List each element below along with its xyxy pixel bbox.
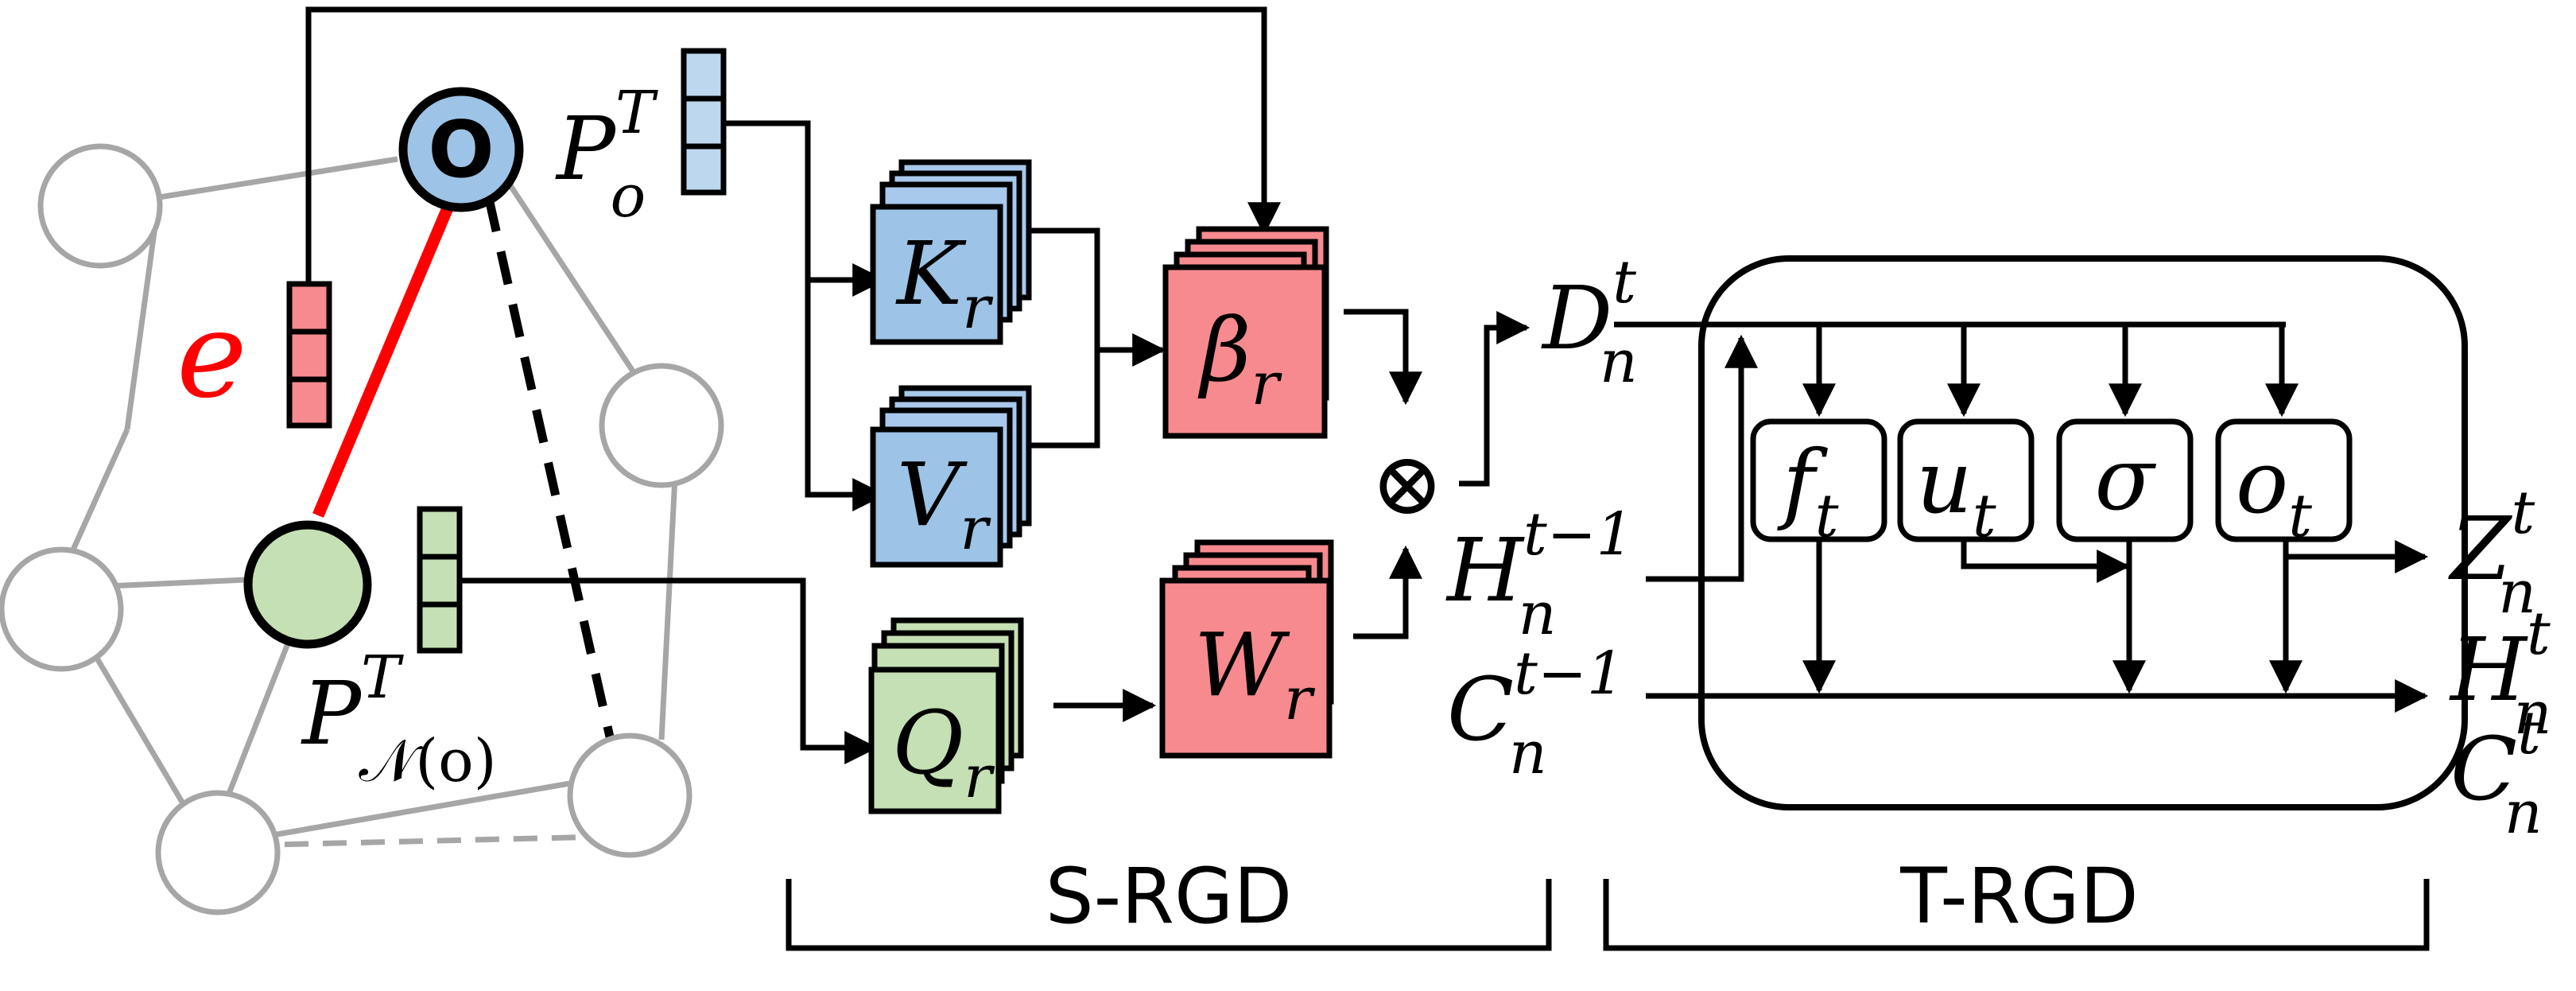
w-label: Wr xyxy=(1194,614,1316,733)
k-label: Kr xyxy=(895,223,994,342)
beta-stack xyxy=(1162,226,1329,439)
svg-text:ot: ot xyxy=(2236,431,2312,550)
q-stack xyxy=(868,617,1024,814)
edge-vector-e xyxy=(286,281,332,429)
srgd-bracket-label: S-RGD xyxy=(1046,852,1293,941)
otimes-icon: ⊗ xyxy=(1371,433,1444,534)
w-stack xyxy=(1159,539,1334,759)
v-stack xyxy=(870,385,1032,568)
svg-text:σ: σ xyxy=(2094,428,2156,530)
center-node-label: O xyxy=(428,105,494,196)
center-node-o xyxy=(398,87,524,212)
graph-node xyxy=(37,143,163,269)
graph-node xyxy=(155,790,281,915)
dashed-edge xyxy=(484,197,617,749)
v-label: Vr xyxy=(897,444,991,563)
trgd-bracket-label: T-RGD xyxy=(1899,852,2138,941)
gate-f: ft xyxy=(1750,418,1887,550)
beta-label: βr xyxy=(1197,299,1283,418)
graph-node xyxy=(599,363,724,488)
relation-edge-e xyxy=(312,192,459,518)
q-label: Qr xyxy=(892,692,995,811)
srgd-connections xyxy=(305,6,1530,764)
trgd-bracket xyxy=(1603,879,2430,951)
trgd-container xyxy=(1698,255,2468,810)
neighbor-node xyxy=(243,520,372,649)
gate-sigma: σ xyxy=(2056,418,2194,542)
edge-label-e: e xyxy=(177,286,247,425)
trgd-connections xyxy=(1614,321,2429,713)
graph: O e xyxy=(0,87,724,915)
graph-nodes xyxy=(0,143,724,915)
gate-o: ot xyxy=(2215,418,2353,550)
graph-node xyxy=(567,733,692,858)
srgd-bracket xyxy=(786,879,1552,951)
vector-pn xyxy=(417,506,463,654)
k-stack xyxy=(870,159,1032,345)
graph-node xyxy=(0,546,124,672)
vector-po xyxy=(681,48,727,196)
svg-text:ut: ut xyxy=(1916,431,1996,550)
gate-u: ut xyxy=(1897,418,2035,550)
